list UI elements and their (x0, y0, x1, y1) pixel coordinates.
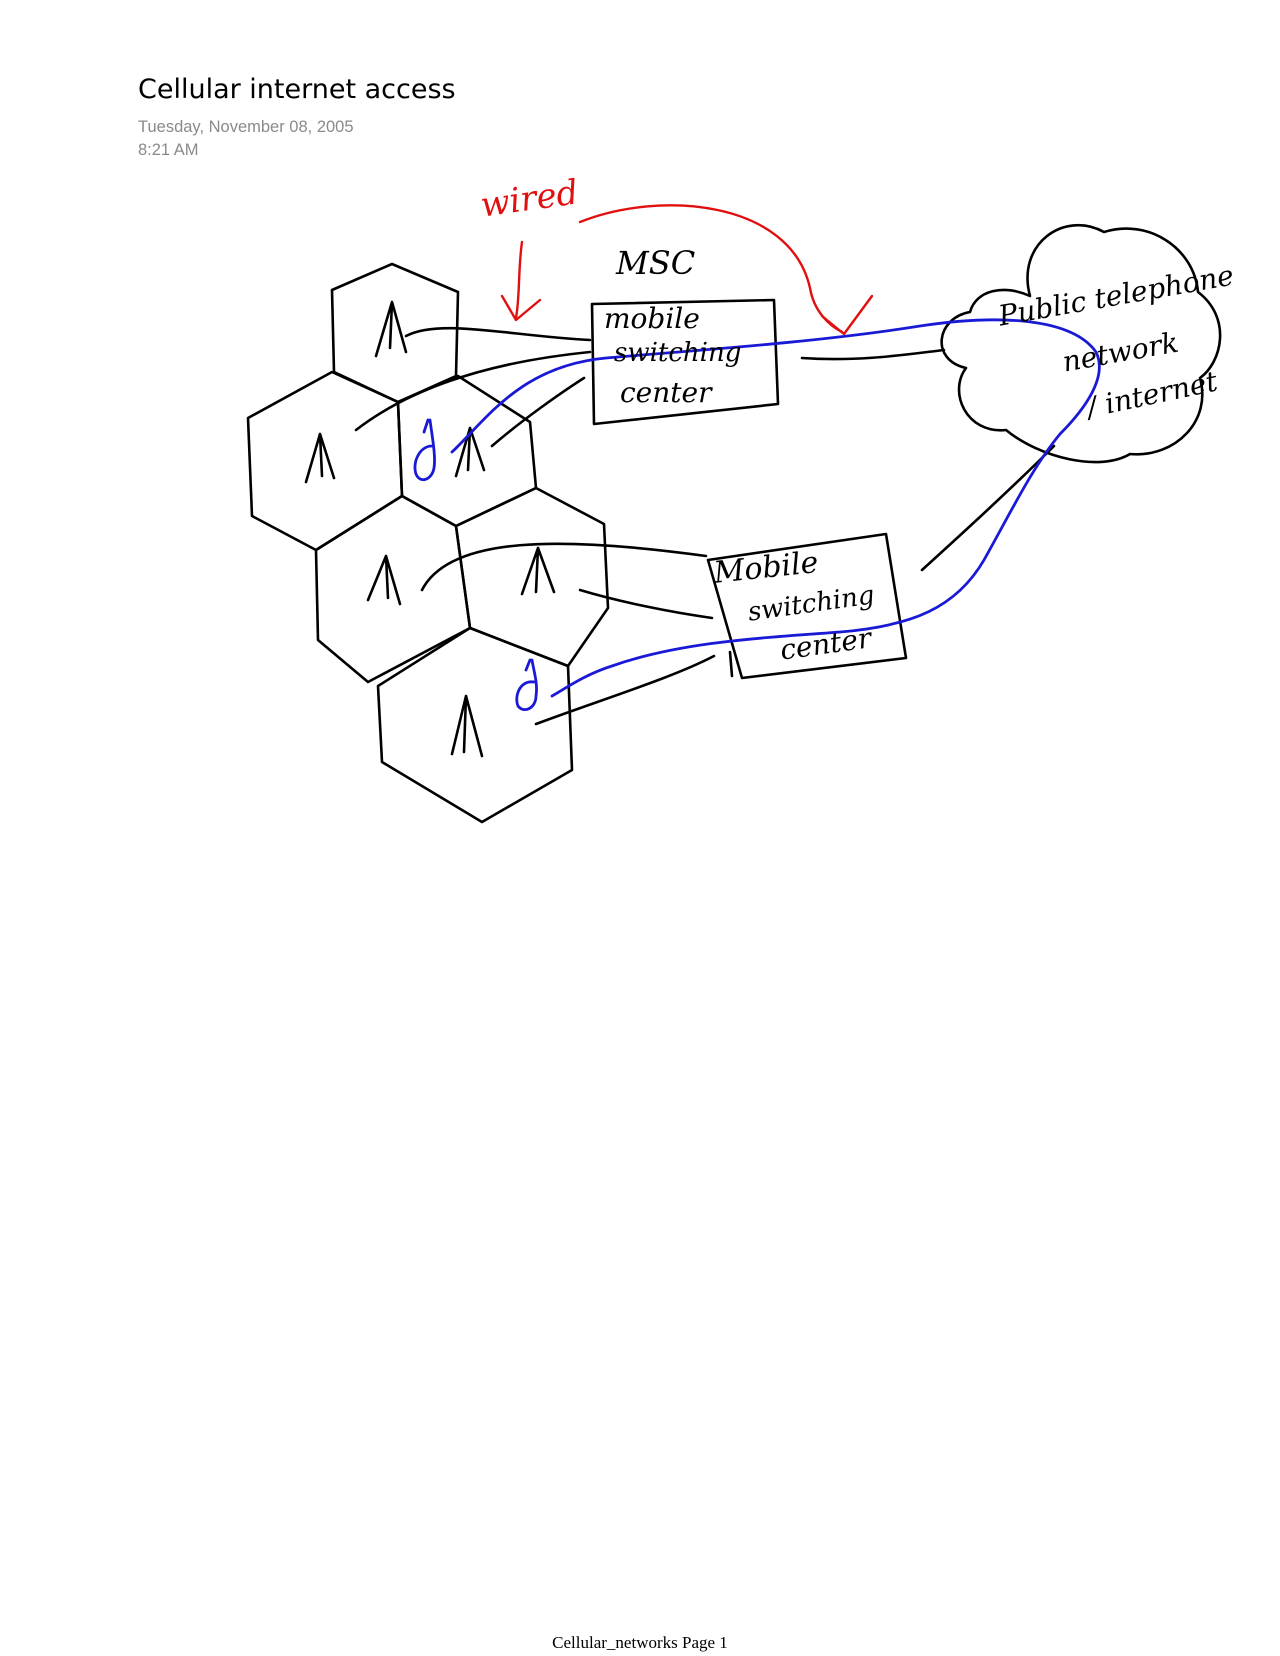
antenna-icon (450, 694, 484, 758)
label-msc1-line3: center (620, 376, 712, 409)
wired-arrowhead-left (500, 294, 542, 322)
wired-arrow-left (514, 240, 524, 320)
hex-cell-lower-right (454, 486, 610, 668)
antenna-icon (366, 554, 402, 606)
network-cloud (940, 223, 1222, 464)
page-date: Tuesday, November 08, 2005 (138, 118, 354, 136)
msc-boxes (590, 298, 908, 680)
wire-lowerright-cell-to-msc2 (578, 588, 714, 620)
data-paths (413, 318, 1101, 711)
data-path-upper (450, 318, 1101, 698)
hex-cell-left (246, 370, 404, 552)
antenna-icon (374, 300, 408, 358)
wire-lowerleft-cell-to-msc2 (420, 542, 708, 592)
label-msc1-line1: mobile (604, 302, 700, 335)
antenna-icon (304, 432, 336, 484)
cell-grid (246, 262, 610, 824)
msc-box-top (590, 298, 780, 426)
wire-msc1-to-cloud (800, 348, 946, 361)
page-footer: Cellular_networks Page 1 (552, 1633, 728, 1652)
hex-cell-center (396, 374, 538, 528)
label-msc1-line2: switching (614, 338, 742, 368)
wired-arrowhead-right (820, 294, 874, 336)
antenna-icons (304, 300, 556, 758)
page-title: Cellular internet access (138, 74, 456, 105)
hex-cell-bottom (376, 626, 574, 824)
wire-top-cell-to-msc1 (404, 326, 592, 342)
wired-arrows (500, 204, 874, 336)
hex-cell-lower-left (314, 494, 472, 684)
msc-box-bottom (706, 532, 908, 680)
wired-links (354, 326, 1056, 726)
label-msc: MSC (616, 244, 696, 282)
antenna-icon (520, 546, 556, 596)
wire-msc2-tick (728, 650, 734, 678)
phone-icon-upper (413, 418, 436, 482)
wire-center-cell-to-msc1 (490, 376, 586, 448)
wire-left-cell-to-msc1 (354, 350, 592, 432)
phone-icon-lower (515, 658, 538, 711)
wire-bottom-cell-to-msc2 (534, 654, 716, 726)
page-time: 8:21 AM (138, 141, 199, 159)
